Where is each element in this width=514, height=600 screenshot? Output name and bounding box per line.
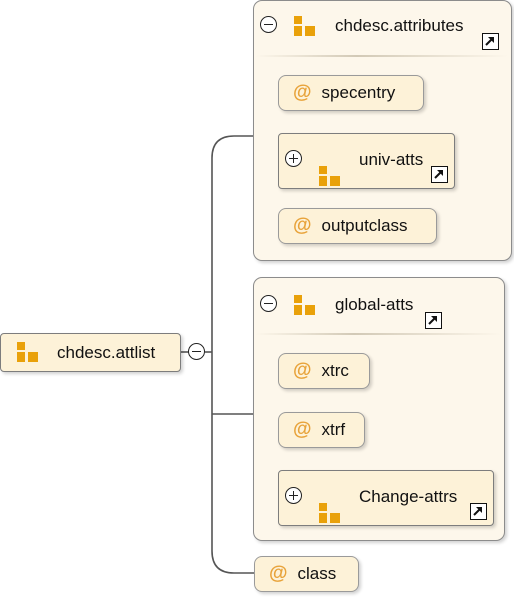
attribute-at-icon: @ <box>293 419 312 440</box>
collapse-toggle-root[interactable] <box>188 343 205 360</box>
attribute-label: xtrc <box>321 361 349 380</box>
collapse-toggle-global-atts[interactable] <box>260 295 277 312</box>
expand-toggle-change-attrs[interactable] <box>285 487 302 504</box>
attribute-at-icon: @ <box>293 215 312 236</box>
attribute-label: outputclass <box>321 216 408 235</box>
root-element-box[interactable]: chdesc.attlist <box>0 333 181 372</box>
group-global-atts: global-atts @ xtrc @ xtrf Change-attrs <box>253 277 505 541</box>
attribute-at-icon: @ <box>293 360 312 381</box>
group-glyph-icon <box>319 503 341 525</box>
root-element-label: chdesc.attlist <box>57 342 156 362</box>
reference-label: Change-attrs <box>359 487 458 506</box>
collapse-toggle-chdesc-attributes[interactable] <box>260 16 277 33</box>
reference-link-icon[interactable] <box>482 33 499 50</box>
reference-univ-atts[interactable]: univ-atts <box>278 133 455 189</box>
reference-change-attrs[interactable]: Change-attrs <box>278 470 494 526</box>
expand-toggle-univ-atts[interactable] <box>285 150 302 167</box>
attribute-label: specentry <box>321 83 396 102</box>
group-header-separator <box>256 333 501 335</box>
attribute-label: xtrf <box>321 420 346 439</box>
group-header-separator <box>256 55 508 57</box>
reference-link-icon[interactable] <box>431 166 448 183</box>
attribute-outputclass[interactable]: @ outputclass <box>278 208 437 244</box>
reference-label: univ-atts <box>359 150 424 169</box>
group-glyph-icon <box>319 166 341 188</box>
connector-to-chdesc-attributes <box>211 135 254 414</box>
attribute-class[interactable]: @ class <box>254 556 359 592</box>
reference-link-icon[interactable] <box>425 312 442 329</box>
attribute-specentry[interactable]: @ specentry <box>278 75 424 111</box>
attribute-at-icon: @ <box>269 563 288 584</box>
group-chdesc-attributes: chdesc.attributes @ specentry univ-atts … <box>253 0 512 261</box>
attribute-xtrc[interactable]: @ xtrc <box>278 353 370 389</box>
attribute-label: class <box>297 564 337 583</box>
attribute-xtrf[interactable]: @ xtrf <box>278 412 365 448</box>
group-glyph-icon <box>17 341 39 364</box>
attribute-at-icon: @ <box>293 82 312 103</box>
reference-link-icon[interactable] <box>470 503 487 520</box>
group-title-chdesc-attributes: chdesc.attributes <box>335 16 464 35</box>
connector-to-class <box>211 414 254 574</box>
group-title-global-atts: global-atts <box>335 295 414 314</box>
